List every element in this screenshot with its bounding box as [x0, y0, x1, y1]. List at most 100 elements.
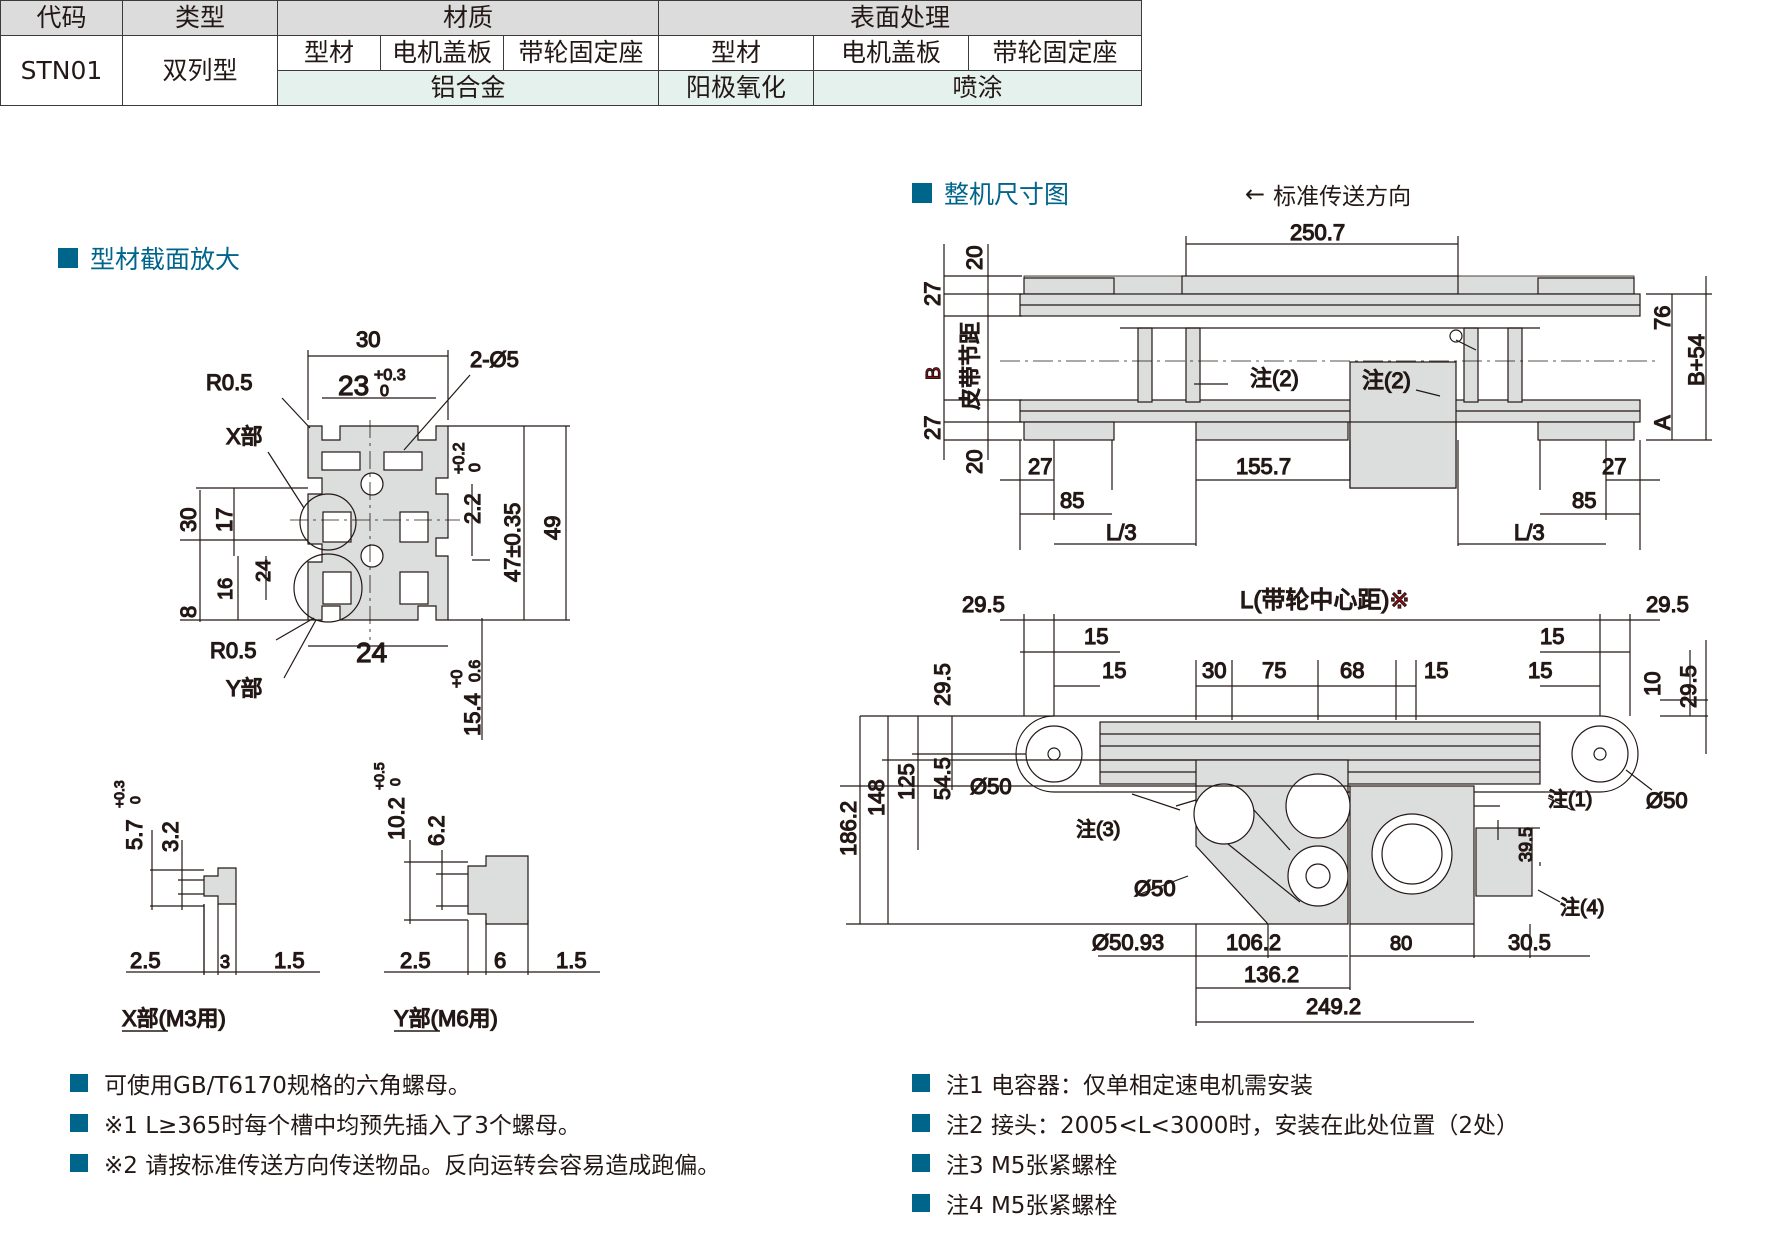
- dim: 24: [356, 637, 387, 668]
- left-note: ※2 请按标准传送方向传送物品。反向运转会容易造成跑偏。: [70, 1146, 720, 1180]
- dim: 15: [1540, 624, 1564, 649]
- dim: 75: [1262, 658, 1286, 683]
- cell-material: 铝合金: [277, 70, 659, 106]
- cell-surface-profile: 阳极氧化: [658, 70, 814, 106]
- dim: 3: [220, 952, 230, 972]
- left-note: 可使用GB/T6170规格的六角螺母。: [70, 1066, 471, 1100]
- detail-x: [126, 830, 320, 975]
- dim-b: B: [923, 367, 945, 380]
- side-view: [840, 614, 1708, 1026]
- sub-header: 电机盖板: [813, 35, 969, 71]
- square-bullet-icon: [70, 1074, 88, 1092]
- dim: 136.2: [1244, 962, 1299, 987]
- dim: A: [1650, 415, 1675, 430]
- cell-surface-other: 喷涂: [813, 70, 1142, 106]
- note-label: 注(2): [1362, 368, 1411, 393]
- section-profile-title: 型材截面放大: [58, 240, 240, 276]
- dim: L/3: [1514, 520, 1545, 545]
- note-label: 注(2): [1250, 366, 1299, 391]
- dim: 39.5: [1516, 827, 1536, 862]
- dim: 30: [176, 508, 201, 532]
- dim: 0: [467, 463, 484, 472]
- sub-header: 带轮固定座: [503, 35, 659, 71]
- dim: 3.2: [158, 821, 183, 852]
- dim: 29.5: [1676, 665, 1701, 708]
- dim: R0.5: [206, 370, 252, 395]
- sub-header: 带轮固定座: [968, 35, 1142, 71]
- dim: 186.2: [836, 801, 861, 856]
- note-label: 注(3): [1076, 818, 1120, 841]
- square-bullet-icon: [912, 1074, 930, 1092]
- right-note: 注4 M5张紧螺栓: [912, 1186, 1117, 1220]
- dim: 29.5: [962, 592, 1005, 617]
- dim: 125: [894, 763, 919, 800]
- dim: 10: [1640, 672, 1665, 696]
- dim: +0.5: [371, 762, 387, 790]
- dim: 15: [1424, 658, 1448, 683]
- square-bullet-icon: [912, 1154, 930, 1172]
- sub-header: 型材: [277, 35, 381, 71]
- dim: 47±0.35: [500, 503, 525, 582]
- arrow-left-icon: ←: [1245, 180, 1266, 208]
- dim: +0: [449, 670, 466, 688]
- dim: 80: [1390, 933, 1412, 955]
- dim: 0: [127, 796, 143, 804]
- square-bullet-icon: [70, 1114, 88, 1132]
- dim: 249.2: [1306, 994, 1361, 1019]
- dim: 24: [253, 560, 275, 582]
- cell-code: STN01: [0, 35, 123, 106]
- dim: Ø50: [970, 774, 1012, 799]
- dim: B+54: [1684, 334, 1709, 386]
- dim: 30: [356, 327, 380, 352]
- detail-y: [384, 840, 600, 975]
- dim: Ø50: [1134, 876, 1176, 901]
- dim: 10.2: [384, 797, 409, 840]
- profile-section: [180, 350, 570, 740]
- detail-x-label: X部(M3用): [122, 1006, 226, 1031]
- dim-label: 皮带节距: [958, 322, 983, 410]
- dim: 148: [864, 779, 889, 816]
- dim: 0: [387, 778, 403, 786]
- dim: 85: [1060, 488, 1084, 513]
- square-bullet-icon: [912, 183, 932, 203]
- detail-y-label: Y部(M6用): [394, 1006, 498, 1031]
- dim: Ø50: [1646, 788, 1688, 813]
- dim: 2.2: [460, 493, 485, 524]
- dim: 2.5: [130, 948, 161, 973]
- dim: 27: [920, 416, 945, 440]
- dim: 0.6: [467, 660, 484, 682]
- dim: 2-Ø5: [470, 347, 519, 372]
- square-bullet-icon: [912, 1194, 930, 1212]
- note-label: 注(4): [1560, 896, 1604, 919]
- dim: 27: [920, 282, 945, 306]
- dim: Ø50.93: [1092, 930, 1164, 955]
- sub-header: 型材: [658, 35, 814, 71]
- left-note: ※1 L≥365时每个槽中均预先插入了3个螺母。: [70, 1106, 581, 1140]
- square-bullet-icon: [912, 1114, 930, 1132]
- dim: +0.3: [374, 367, 406, 384]
- dim: X部: [226, 424, 263, 449]
- dim: 49: [540, 516, 565, 540]
- spec-table: 代码 类型 材质 表面处理 STN01 双列型 型材 电机盖板 带轮固定座 型材…: [0, 0, 1142, 106]
- dim: 23: [338, 370, 369, 401]
- dim: 6: [494, 948, 506, 973]
- note-label: 注(1): [1548, 788, 1592, 811]
- dim: 16: [215, 578, 237, 600]
- dim: 2.5: [400, 948, 431, 973]
- right-note: 注3 M5张紧螺栓: [912, 1146, 1117, 1180]
- dim: +0.2: [451, 442, 468, 474]
- dim: 20: [962, 450, 987, 474]
- dim: R0.5: [210, 638, 256, 663]
- direction-label: ← 标准传送方向: [1245, 180, 1412, 210]
- dim: 155.7: [1236, 454, 1291, 479]
- dim: +0.3: [111, 780, 127, 808]
- dim: 1.5: [556, 948, 587, 973]
- dim: 17: [212, 508, 237, 532]
- dim: 29.5: [1646, 592, 1689, 617]
- dim: 5.7: [122, 819, 147, 850]
- dim: 68: [1340, 658, 1364, 683]
- dim: 1.5: [274, 948, 305, 973]
- right-note: 注2 接头：2005<L<3000时，安装在此处位置（2处）: [912, 1106, 1519, 1140]
- square-bullet-icon: [58, 248, 78, 268]
